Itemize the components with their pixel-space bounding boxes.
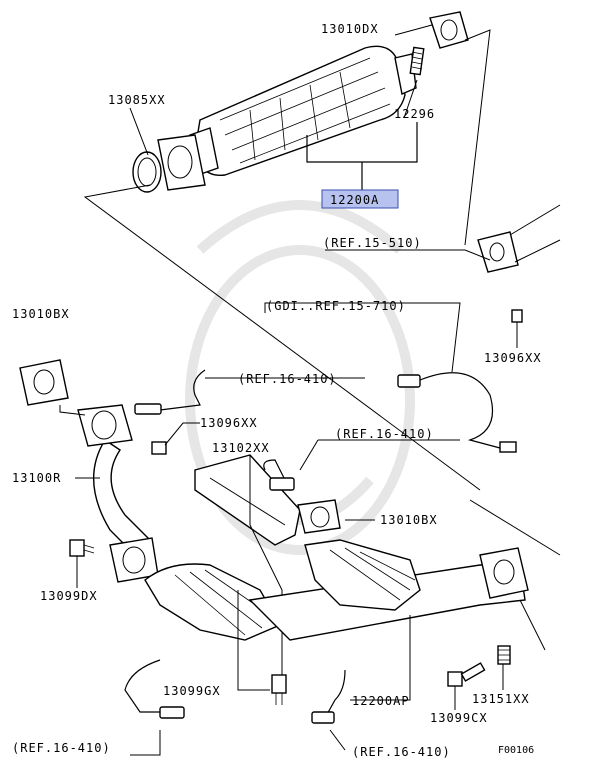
oxygen-sensor-bottom-left[interactable]	[124, 659, 185, 719]
flange-upper-left[interactable]	[157, 134, 206, 191]
label-13099cx[interactable]: 13099CX	[430, 711, 488, 725]
gasket-13010bx-left[interactable]	[19, 359, 69, 406]
spring-13151xx[interactable]	[497, 645, 511, 665]
oxygen-sensor-gdi[interactable]	[397, 372, 517, 453]
bolt-13099dx[interactable]	[69, 539, 95, 557]
label-12200a[interactable]: 12200A	[330, 193, 379, 207]
front-catalytic-12200ap[interactable]	[144, 539, 526, 641]
stud-12296[interactable]	[409, 46, 425, 76]
oxygen-sensor-bottom-mid[interactable]	[311, 669, 346, 724]
bolt-13099cx[interactable]	[447, 662, 486, 687]
ref-16-410-a[interactable]: (REF.16-410)	[238, 372, 337, 386]
label-12296[interactable]: 12296	[394, 107, 435, 121]
oxygen-sensor-left[interactable]	[134, 369, 206, 415]
label-13099gx[interactable]: 13099GX	[163, 684, 221, 698]
ref-16-410-d[interactable]: (REF.16-410)	[352, 745, 451, 759]
label-12200ap[interactable]: 12200AP	[352, 694, 410, 708]
label-13100r[interactable]: 13100R	[12, 471, 61, 485]
gasket-13010bx-mid[interactable]	[297, 499, 341, 534]
ref-gdi-15-710[interactable]: (GDI..REF.15-710)	[266, 299, 406, 313]
label-13099dx[interactable]: 13099DX	[40, 589, 98, 603]
gasket-13010dx[interactable]	[429, 11, 469, 49]
ref-15-510[interactable]: (REF.15-510)	[323, 236, 422, 250]
label-13096xx-right[interactable]: 13096XX	[484, 351, 542, 365]
label-13010bx-mid[interactable]: 13010BX	[380, 513, 438, 527]
figure-code: F00106	[498, 745, 534, 756]
ref-16-410-b[interactable]: (REF.16-410)	[335, 427, 434, 441]
nut-13096xx-right[interactable]	[511, 309, 523, 323]
exhaust-manifold-flange[interactable]	[477, 204, 561, 273]
flange-rear-right[interactable]	[479, 547, 529, 599]
oxygen-sensor-mid[interactable]	[263, 459, 295, 491]
label-13010bx-top[interactable]: 13010BX	[12, 307, 70, 321]
ref-16-410-c[interactable]: (REF.16-410)	[12, 741, 111, 755]
label-13151xx[interactable]: 13151XX	[472, 692, 530, 706]
part-highlight-12200a[interactable]	[321, 189, 399, 209]
flange-front-pipe-bottom[interactable]	[109, 537, 159, 583]
nut-13096xx-left[interactable]	[151, 441, 167, 455]
label-13085xx[interactable]: 13085XX	[108, 93, 166, 107]
upper-catalytic-converter[interactable]	[189, 45, 417, 176]
label-13096xx-left[interactable]: 13096XX	[200, 416, 258, 430]
label-13010dx[interactable]: 13010DX	[321, 22, 379, 36]
bolt-13099gx[interactable]	[271, 674, 287, 705]
flange-front-pipe-top[interactable]	[77, 404, 133, 447]
label-13102xx[interactable]: 13102XX	[212, 441, 270, 455]
front-pipe-13100r[interactable]	[92, 439, 151, 556]
